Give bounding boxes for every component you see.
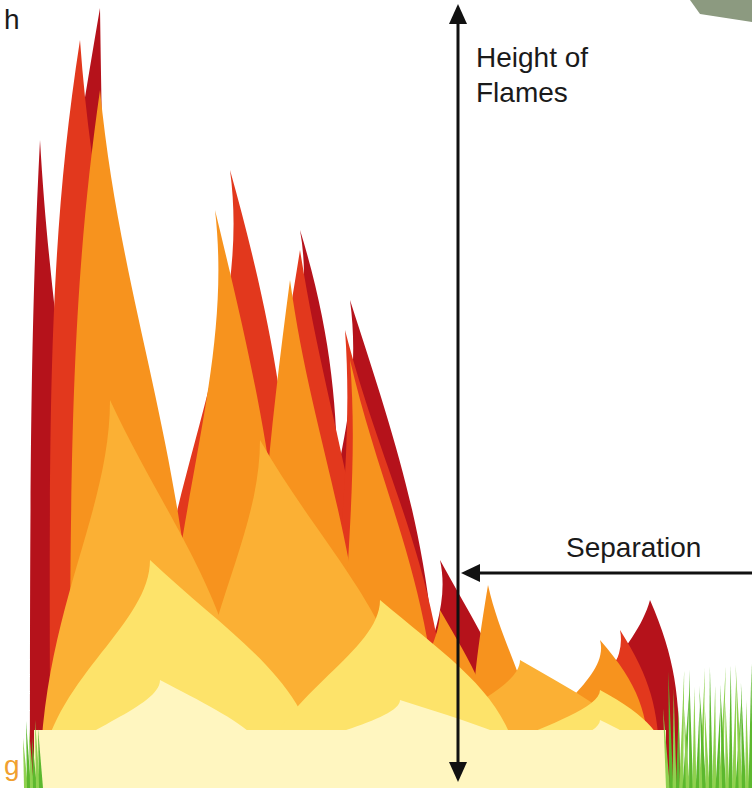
corner-photo <box>690 0 752 22</box>
grass-blade <box>749 663 752 788</box>
arrow-head <box>449 762 467 782</box>
grass-blade <box>673 689 677 788</box>
grass-blade <box>684 706 690 788</box>
dimension-arrows <box>449 4 752 782</box>
grass-blade <box>712 685 716 788</box>
grass-blade <box>745 700 749 788</box>
separation-arrow-line <box>476 572 752 575</box>
flames <box>30 8 680 788</box>
grass-blade <box>696 705 700 788</box>
partial-text: h <box>4 2 20 37</box>
grass-blade <box>705 704 710 788</box>
grass-blade <box>38 728 43 788</box>
grass-blade <box>689 669 693 788</box>
grass-blade <box>679 670 684 788</box>
partial-text: g <box>4 748 20 783</box>
grass-blade <box>676 707 680 788</box>
dimension-label: Separation <box>566 530 701 565</box>
grass <box>23 663 752 788</box>
flame-base <box>34 730 666 788</box>
grass-blade <box>692 687 696 788</box>
flame-layer <box>30 8 680 788</box>
grass-blade <box>732 683 736 788</box>
grass-blade <box>720 684 726 788</box>
grass-blade <box>668 671 673 788</box>
dimension-label: Height of Flames <box>476 40 646 110</box>
arrow-head <box>449 4 467 24</box>
grass-blade <box>709 667 713 788</box>
grass-blade <box>741 682 746 788</box>
grass-blade <box>729 665 733 788</box>
grass-blade <box>683 688 690 788</box>
height-arrow-line <box>457 22 460 764</box>
grass-blade <box>719 666 726 788</box>
arrow-head <box>461 564 480 582</box>
grass-blade <box>725 702 729 788</box>
